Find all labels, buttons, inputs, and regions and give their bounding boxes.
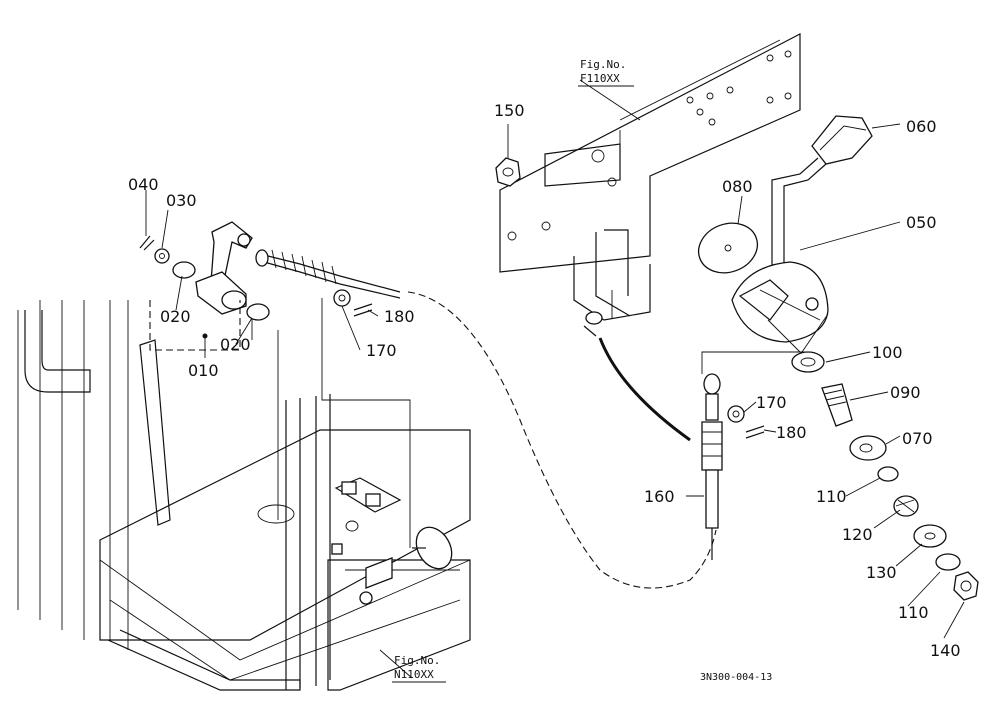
figure-reference-upper: Fig.No. F110XX: [578, 58, 634, 87]
frame-assembly: [17, 300, 471, 691]
label-140: 140: [930, 641, 961, 660]
label-130: 130: [866, 563, 897, 582]
lever-pivot-assembly: [139, 221, 411, 548]
cable-end-assembly: [701, 373, 765, 560]
label-100: 100: [872, 343, 903, 362]
part-150-nut: [495, 157, 521, 187]
fig-ref-upper-line2: F110XX: [580, 72, 620, 85]
cable-black-segment: [598, 337, 691, 442]
fig-ref-lower-line2: N110XX: [394, 668, 434, 681]
part-labels: 040 030 020 020 010 180 170 150 060 080 …: [128, 101, 961, 660]
label-070: 070: [902, 429, 933, 448]
drawing-code: 3N300-004-13: [700, 672, 772, 683]
label-150: 150: [494, 101, 525, 120]
fig-ref-lower-line1: Fig.No.: [394, 654, 440, 667]
mounting-bracket: [499, 33, 801, 442]
label-170-right: 170: [756, 393, 787, 412]
leader-lines: [145, 79, 965, 679]
label-010: 010: [188, 361, 219, 380]
control-cable: [407, 291, 717, 589]
shift-lever-assembly: [697, 115, 979, 601]
label-080: 080: [722, 177, 753, 196]
label-050: 050: [906, 213, 937, 232]
fig-ref-upper-line1: Fig.No.: [580, 58, 626, 71]
label-060: 060: [906, 117, 937, 136]
label-020-right: 020: [220, 335, 251, 354]
label-040: 040: [128, 175, 159, 194]
label-120: 120: [842, 525, 873, 544]
figure-reference-lower: Fig.No. N110XX: [392, 654, 446, 683]
label-160: 160: [644, 487, 675, 506]
label-180-left: 180: [384, 307, 415, 326]
label-110-upper: 110: [816, 487, 847, 506]
label-020-left: 020: [160, 307, 191, 326]
label-180-right: 180: [776, 423, 807, 442]
label-170-left: 170: [366, 341, 397, 360]
label-030: 030: [166, 191, 197, 210]
label-090: 090: [890, 383, 921, 402]
label-110-lower: 110: [898, 603, 929, 622]
